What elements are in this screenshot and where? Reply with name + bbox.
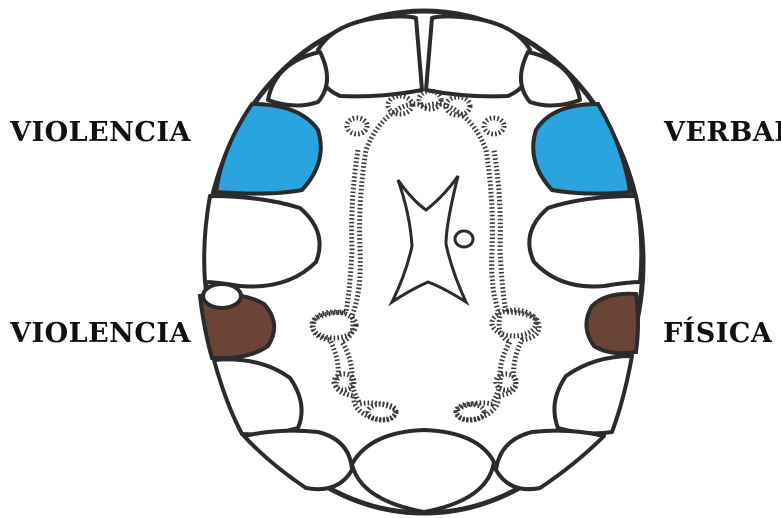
gyrus-bottom-right (496, 431, 604, 490)
region-fisica-right (586, 294, 638, 353)
small-gyrus-circle (203, 284, 241, 308)
gyrus-bottom-left (244, 431, 352, 490)
gyrus-top-midright (521, 52, 580, 106)
small-ventricle-circle (455, 231, 473, 247)
gyrus-mid-right (529, 196, 641, 287)
gyrus-top-left (317, 16, 422, 96)
gyrus-top-midleft (268, 52, 327, 106)
gyrus-mid-left (204, 196, 319, 287)
region-verbal-left (216, 104, 321, 194)
region-verbal-right (533, 104, 630, 194)
gyrus-top-right (426, 16, 531, 96)
